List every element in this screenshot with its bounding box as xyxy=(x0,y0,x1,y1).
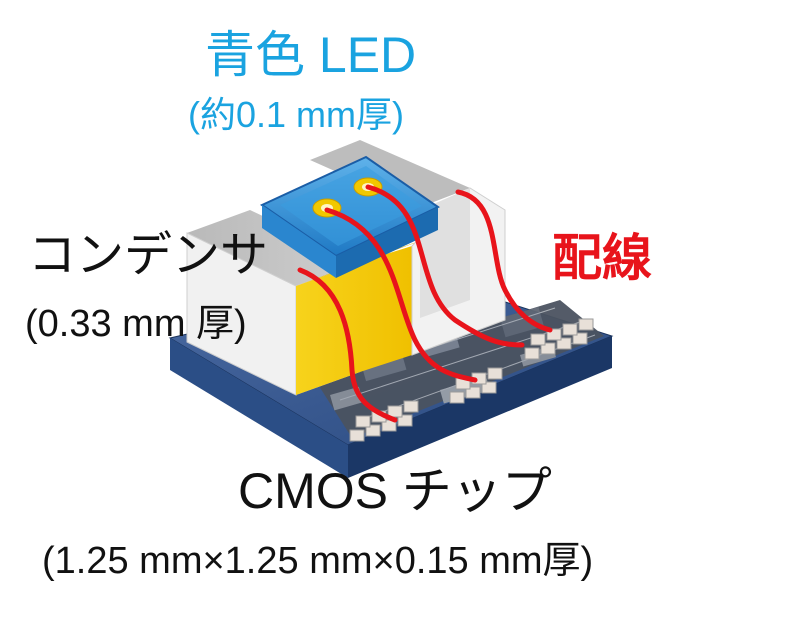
chip-left-face xyxy=(170,338,348,478)
led-front xyxy=(262,205,336,278)
capacitor-left-top xyxy=(187,210,360,286)
wire-3 xyxy=(365,184,525,348)
wire-4 xyxy=(455,189,553,333)
led-title-label: 青色 LED xyxy=(205,27,417,83)
capacitor-thickness-label: (0.33 mm 厚) xyxy=(25,303,247,345)
capacitor-title-label: コンデンサ xyxy=(28,229,269,282)
bond-pads-back xyxy=(524,318,594,360)
chip-right-face xyxy=(348,336,612,478)
wire-2 xyxy=(324,207,478,383)
cmos-chip-dimensions-label: (1.25 mm×1.25 mm×0.15 mm厚) xyxy=(42,540,594,582)
red-wiring xyxy=(297,184,553,423)
cmos-chip-title-label: CMOS チップ xyxy=(238,463,552,519)
led-inner xyxy=(280,166,422,246)
wiring-label: 配線 xyxy=(552,230,652,286)
bond-pads-middle xyxy=(449,367,503,404)
wire-1 xyxy=(297,267,398,423)
led-thickness-label: (約0.1 mm厚) xyxy=(188,94,405,135)
